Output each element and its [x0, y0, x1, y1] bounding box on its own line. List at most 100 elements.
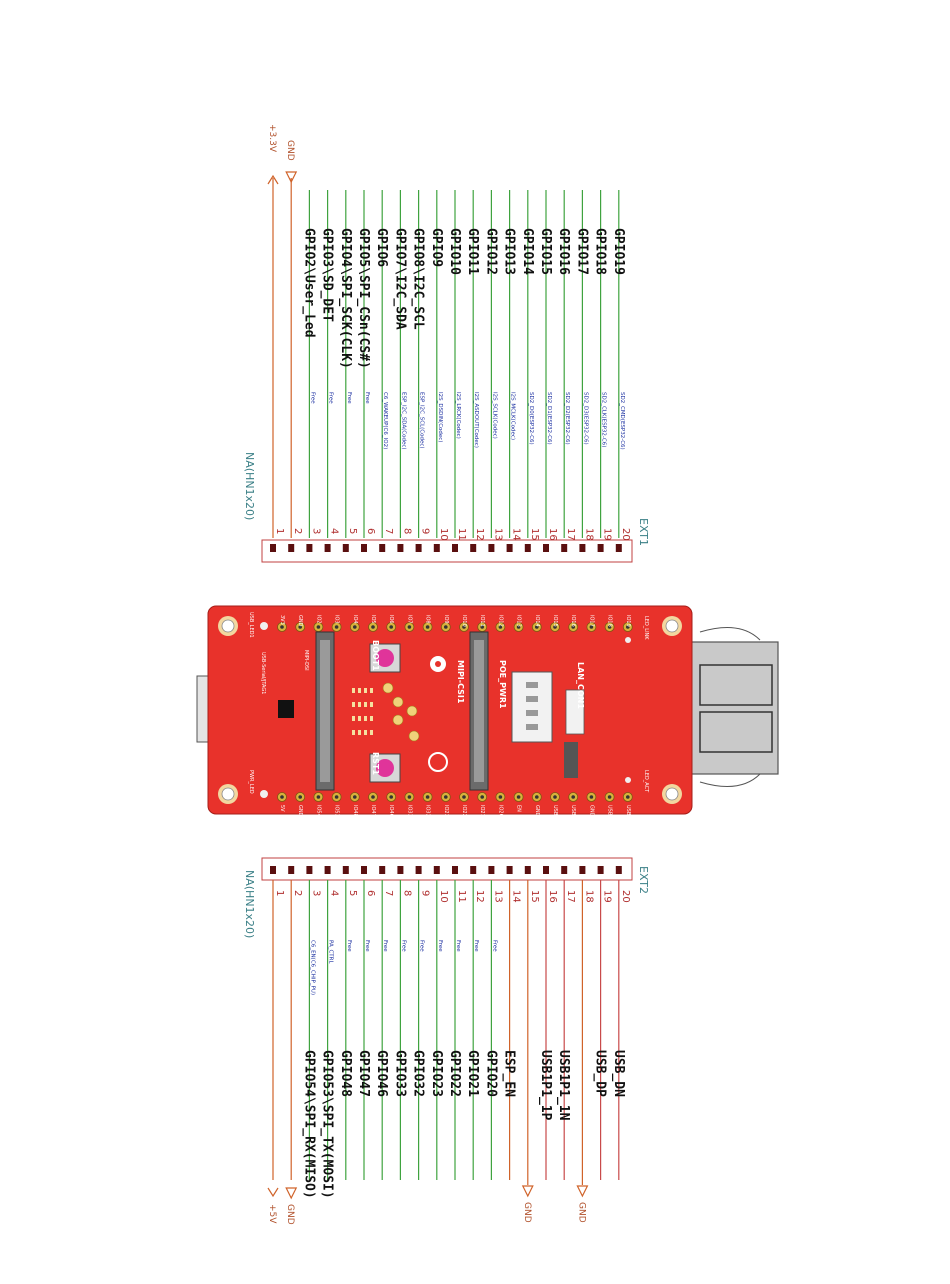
- ext2-pin-pad: [306, 866, 313, 874]
- header-pad-hole: [298, 795, 303, 799]
- silk-bottom-pin-label: IO20: [497, 805, 503, 817]
- ext1-pin-number: 3: [310, 528, 321, 534]
- silk-mipi-dsi-label: MIPI-DSI: [303, 650, 309, 671]
- ext2-pin-pad: [270, 866, 276, 874]
- ext1-pin-number: 9: [420, 528, 431, 534]
- mounting-hole: [221, 619, 235, 633]
- ext2-vcc-arrow: [267, 1187, 279, 1198]
- silk-top-pin-label: 3V3: [279, 615, 285, 625]
- ext1-pin-note: SD2_D3(ESP32-C6): [582, 392, 588, 445]
- ext1-pin-pad: [324, 544, 331, 552]
- ext2-pin-number: 1: [274, 890, 285, 896]
- header-pad-hole: [462, 795, 466, 799]
- silk-bottom-pin-label: IO53: [334, 805, 340, 817]
- smd-resistor: [352, 702, 355, 707]
- ext1-pin-pad: [306, 544, 313, 552]
- ext1-pin-number: 13: [492, 528, 503, 541]
- ext2-pin-pad: [452, 866, 458, 874]
- smd-resistor: [364, 702, 367, 707]
- ext1-pin-note: Free: [328, 392, 334, 404]
- silk-top-pin-label: IO3: [334, 615, 340, 624]
- header-pad-hole: [334, 795, 339, 799]
- ext1-signal-label: GPIO8\I2C_SCL: [411, 228, 426, 330]
- silk-act-label: LED_ACT: [643, 770, 649, 793]
- ext1-part: NA(HN1x20): [243, 452, 256, 520]
- boot-button-cap: [376, 649, 394, 667]
- ext1-pin-number: 12: [474, 528, 485, 541]
- silk-top-pin-label: IO6: [388, 615, 394, 624]
- ext2-signal-label: ESP_EN: [502, 1050, 517, 1097]
- header-pad-hole: [389, 795, 394, 799]
- silk-usb-led-label: USB_LED1: [248, 612, 254, 638]
- smd-resistor: [364, 716, 367, 721]
- ext2-pin-note: C6_EN(C6_CHIP_PU): [309, 940, 315, 995]
- ext2-signal-label: GPIO47: [356, 1050, 371, 1097]
- reset-button-cap: [376, 759, 394, 777]
- ext1-pin-note: I2S_ASDOUT(Codec): [473, 392, 479, 448]
- ext2-pin-number: 13: [492, 890, 503, 903]
- ext2-signal-label: GPIO21: [465, 1050, 480, 1097]
- ext1-pin-pad: [433, 544, 440, 552]
- ext2-pin-pad: [524, 866, 531, 874]
- ext2-pin-pad: [361, 866, 367, 874]
- header-pad-hole: [389, 625, 394, 629]
- ext2-signal-label: GPIO32: [411, 1050, 426, 1097]
- silk-bottom-pin-label: GND: [588, 805, 594, 817]
- ext2-pin-pad: [379, 866, 386, 874]
- smd-component: [382, 682, 394, 694]
- ext2-signal-label: GPIO54\SPI_RX(MISO): [301, 1050, 316, 1199]
- ext1-signal-label: GPIO7\I2C_SDA: [392, 228, 407, 330]
- ext2-pin-pad: [506, 866, 513, 874]
- silk-lan-label: LAN_CON1: [576, 662, 585, 709]
- ext1-signal-label: GPIO11: [465, 228, 480, 275]
- ext2-signal-label: GPIO48: [338, 1050, 353, 1097]
- ethernet-port-bottom: [699, 711, 773, 753]
- ext2-pin-pad: [615, 866, 622, 874]
- silk-top-pin-label: IO18: [607, 615, 613, 627]
- ext2-gnd-symbol: [521, 1185, 534, 1198]
- ext1-pin-pad: [524, 544, 531, 552]
- mounting-hole: [665, 619, 679, 633]
- silk-bottom-pin-label: 5V: [279, 805, 285, 812]
- ext1-signal-label: GPIO12: [483, 228, 498, 275]
- brand-logo-center: [435, 661, 441, 667]
- ext1-pin-pad: [470, 544, 477, 552]
- smd-resistor: [352, 688, 355, 693]
- ext2-name: EXT2: [637, 866, 650, 894]
- mipi-dsi-contacts: [320, 640, 330, 782]
- silk-bottom-pin-label: IO47: [370, 805, 376, 817]
- ext2-pin-number: 4: [329, 890, 340, 896]
- header-pad-hole: [316, 625, 321, 629]
- ext2-pin-note: Free: [437, 940, 443, 952]
- ext1-pin-number: 8: [401, 528, 412, 534]
- silk-boot-label: BOOT1: [371, 640, 380, 671]
- ext1-pin-note: SD2_CMD(ESP32-C6): [619, 392, 625, 450]
- header-pad-hole: [425, 625, 430, 629]
- mounting-hole: [221, 787, 235, 801]
- ext2-pin-number: 19: [602, 890, 613, 903]
- ext1-pin-pad: [397, 544, 404, 552]
- header-pad-hole: [298, 625, 303, 629]
- header-pad-hole: [589, 625, 594, 629]
- header-pad-hole: [553, 625, 557, 629]
- smd-resistor: [352, 730, 355, 735]
- ext2-gnd-symbol: [285, 1187, 298, 1200]
- ext1-pin-pad: [615, 544, 622, 552]
- ext1-signal-label: GPIO10: [447, 228, 462, 275]
- ext1-pin-pad: [543, 544, 549, 552]
- ext1-pin-number: 1: [274, 528, 285, 534]
- smd-resistor: [358, 730, 361, 735]
- ext1-signal-label: GPIO15: [538, 228, 553, 275]
- ext2-outline: [261, 857, 633, 881]
- silk-mipi-csi-label: MIPI-CSI1: [456, 660, 465, 704]
- ext2-signal-label: GPIO23: [429, 1050, 444, 1097]
- header-pad-hole: [498, 625, 503, 629]
- ext2-gnd-label: GND: [576, 1202, 586, 1223]
- header-pad-hole: [407, 625, 412, 629]
- ext2-signal-label: USB1P1_1P: [538, 1050, 553, 1121]
- ext2-pin-pad: [543, 866, 549, 874]
- ext2-pin-number: 10: [438, 890, 449, 903]
- ext2-pin-note: Free: [400, 940, 406, 952]
- ext2-pin-note: PA_CTRL: [328, 940, 334, 964]
